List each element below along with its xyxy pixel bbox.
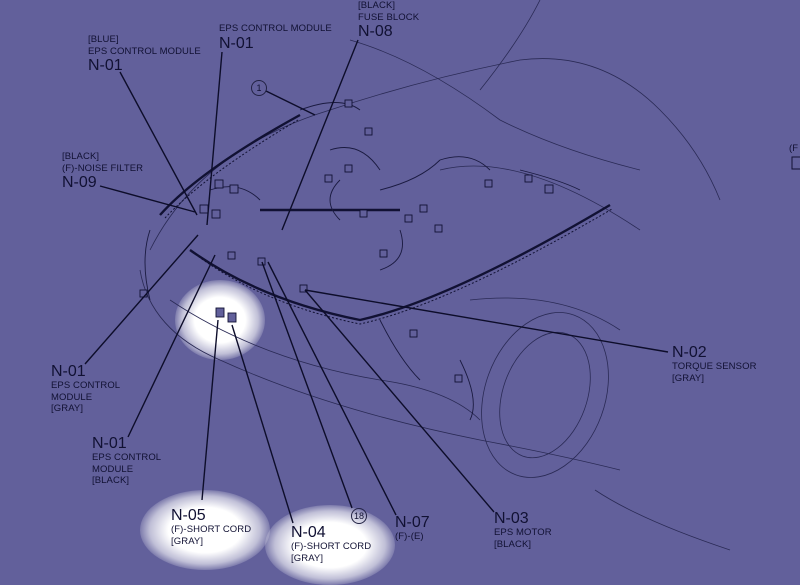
highlight-glow [175,280,265,360]
connector-name: (F)-(E) [395,531,424,542]
connector-color: [BLUE] [88,34,119,45]
callout-n03: N-03 EPS MOTOR [BLACK] [494,511,552,551]
connector-color: [BLACK] [62,151,100,162]
edge-label: (F [789,143,799,154]
connector-name: FUSE BLOCK [358,11,420,23]
marker-18: 18 [351,508,367,524]
connector-code: N-01 [219,34,254,52]
callout-n09: [BLACK] (F)-NOISE FILTER N-09 [62,152,143,192]
connector-code: N-09 [62,174,97,191]
callout-n01-gray: N-01 EPS CONTROL MODULE [GRAY] [51,364,120,416]
connector-name: EPS CONTROL [92,452,162,463]
connector-code: N-05 [171,507,206,524]
connector-color: [GRAY] [672,372,705,384]
connector-code: N-01 [92,435,127,452]
connector-color: [GRAY] [51,403,84,414]
connector-color: [BLACK] [494,538,532,550]
connector-name: (F)-SHORT CORD [171,524,252,535]
connector-name: EPS CONTROL MODULE [219,23,332,34]
callout-n04: N-04 (F)-SHORT CORD [GRAY] [291,525,371,565]
callout-n05: N-05 (F)-SHORT CORD [GRAY] [171,508,251,548]
highlight-glow [265,505,395,585]
connector-code: N-01 [88,57,123,74]
connector-name: EPS CONTROL MODULE [88,45,201,57]
connector-name: TORQUE SENSOR [672,361,757,372]
connector-code: N-02 [672,344,707,361]
connector-code: N-04 [291,524,326,541]
connector-code: N-07 [395,514,430,531]
callout-n02: N-02 TORQUE SENSOR [GRAY] [672,345,757,385]
callout-n07: N-07 (F)-(E) [395,515,430,544]
connector-color: [GRAY] [171,535,204,547]
connector-name: (F)-SHORT CORD [291,541,372,552]
callout-n01-black: N-01 EPS CONTROL MODULE [BLACK] [92,436,161,488]
callout-n01-top: EPS CONTROL MODULE N-01 [219,24,332,53]
connector-color: [BLACK] [92,475,130,486]
connector-color: [GRAY] [291,552,324,564]
connector-name: EPS CONTROL [51,380,121,391]
marker-1: 1 [251,80,267,96]
leader-lines [84,39,669,524]
highlight-glow [140,490,270,570]
connector-color: [BLACK] [358,0,396,11]
callout-n08: [BLACK] FUSE BLOCK N-08 [358,1,419,41]
connector-name: EPS MOTOR [494,527,552,538]
connector-code: N-08 [358,23,393,40]
connector-name: MODULE [51,391,93,403]
connector-code: N-01 [51,363,86,380]
connector-code: N-03 [494,510,529,527]
connector-name: (F)-NOISE FILTER [62,162,144,174]
connector-name: MODULE [92,463,134,475]
callout-n01-blue: [BLUE] EPS CONTROL MODULE N-01 [88,35,201,75]
